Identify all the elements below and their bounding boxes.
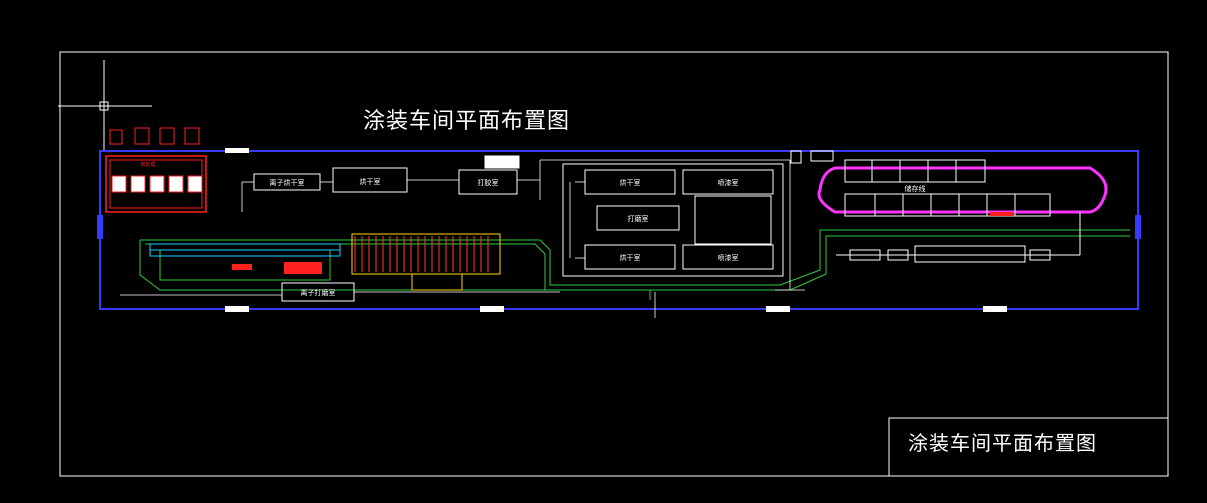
crosshair-cursor-icon xyxy=(58,60,152,150)
label-storage-line: 储存线 xyxy=(905,184,926,193)
label-dry-top: 烘干室 xyxy=(620,178,641,187)
connection-lines xyxy=(120,159,805,318)
label-glue: 打胶室 xyxy=(478,178,499,187)
label-dry-bottom: 烘干室 xyxy=(620,253,641,262)
label-drying-2: 烘干室 xyxy=(360,177,381,186)
label-ion-dry: 离子烘干室 xyxy=(270,178,305,187)
storage-line xyxy=(817,159,1108,217)
room-mid-block xyxy=(694,195,772,245)
right-equipment-row xyxy=(836,212,1081,263)
rack-area xyxy=(232,233,501,291)
room-spray-bottom xyxy=(682,244,774,270)
room-sand xyxy=(596,205,680,231)
drawing-frame xyxy=(59,51,1169,477)
room-spray-top xyxy=(682,169,774,195)
pretreatment-group xyxy=(105,127,207,213)
page-title: 涂装车间平面布置图 xyxy=(363,109,571,134)
label-ion-sand: 离子打磨室 xyxy=(301,288,336,297)
title-block-frame xyxy=(888,417,1169,477)
room-glue xyxy=(458,169,518,195)
room-dry-bottom xyxy=(584,244,676,270)
inner-conveyor xyxy=(149,243,341,257)
wall-ticks xyxy=(97,148,1141,312)
label-tank: 前处理 xyxy=(140,161,155,168)
rooms xyxy=(253,150,834,302)
title-block-text: 涂装车间平面布置图 xyxy=(908,431,1097,455)
label-spray-top: 喷漆室 xyxy=(718,178,739,187)
label-sand: 打磨室 xyxy=(628,214,649,223)
label-spray-bottom: 喷漆室 xyxy=(718,253,739,262)
conveyor-line xyxy=(139,229,1130,300)
